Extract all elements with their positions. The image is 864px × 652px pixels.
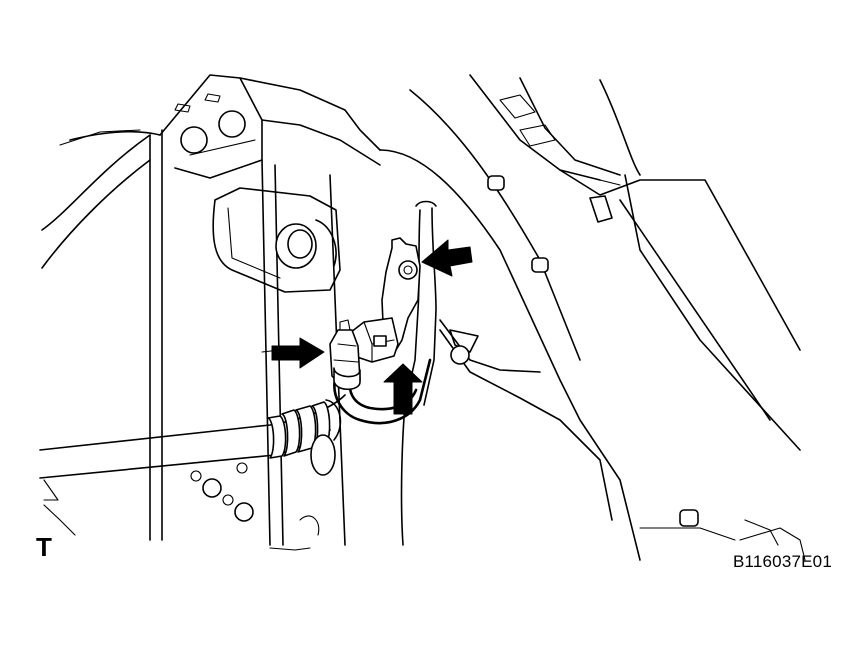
hose-pipe bbox=[39, 394, 346, 479]
connector-plug bbox=[329, 319, 361, 391]
pillar-bracket bbox=[212, 187, 341, 293]
left-body-panel bbox=[41, 129, 163, 541]
arrow-left-icon bbox=[271, 337, 325, 369]
figure-code-label: B116037E01 bbox=[732, 552, 832, 571]
arrow-upper-right-icon bbox=[421, 239, 473, 277]
arrow-bottom-icon bbox=[383, 363, 423, 415]
view-letter-label: T bbox=[36, 532, 52, 562]
right-body-structure bbox=[379, 74, 806, 561]
lower-panel-holes bbox=[190, 434, 336, 551]
upper-crossmember bbox=[159, 74, 381, 179]
